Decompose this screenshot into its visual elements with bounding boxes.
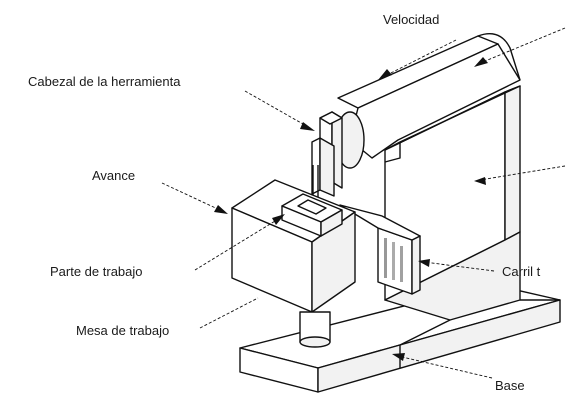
label-base: Base xyxy=(495,378,525,393)
label-avance: Avance xyxy=(92,168,135,183)
label-carril: Carril t xyxy=(502,264,541,279)
leader-lines xyxy=(161,27,566,379)
table-support xyxy=(299,311,331,348)
label-velocidad: Velocidad xyxy=(383,12,439,27)
work-part xyxy=(281,193,343,237)
tool-head xyxy=(311,111,343,205)
label-mesa: Mesa de trabajo xyxy=(76,323,169,338)
label-parte: Parte de trabajo xyxy=(50,264,143,279)
t-rail xyxy=(339,204,421,295)
label-cabezal: Cabezal de la herramienta xyxy=(28,74,181,89)
